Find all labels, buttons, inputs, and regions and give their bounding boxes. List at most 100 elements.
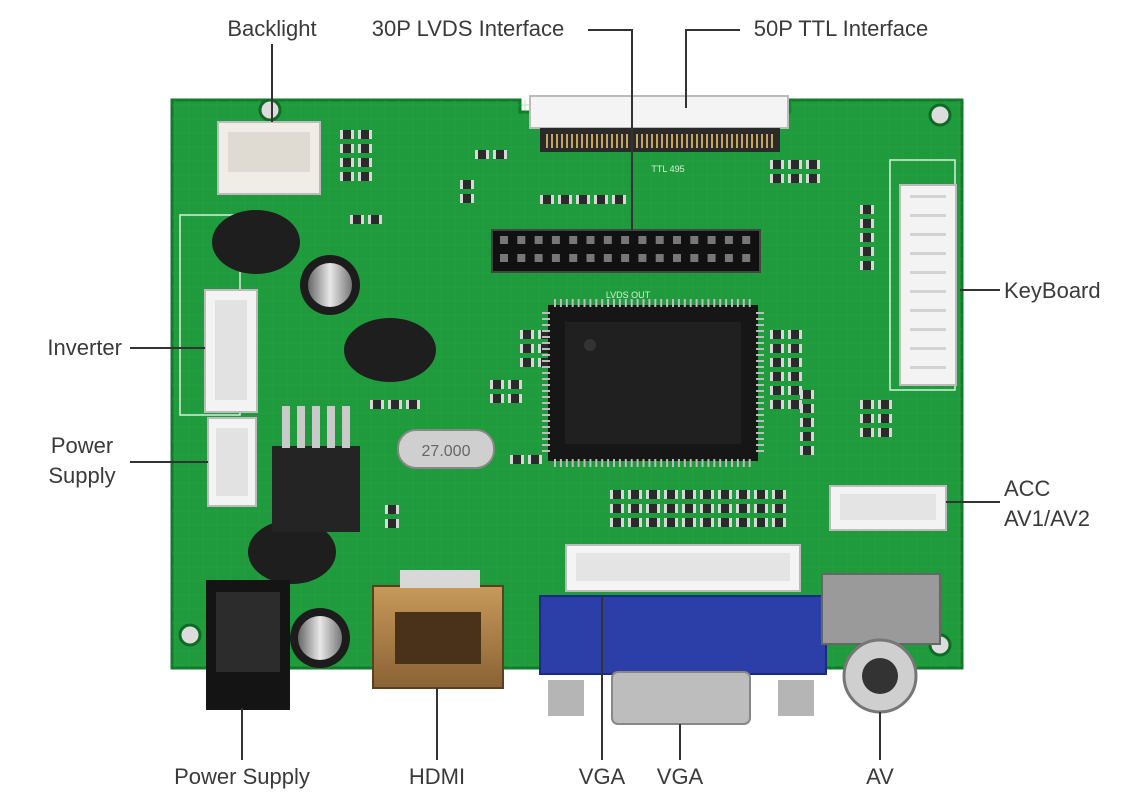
smd-part — [800, 390, 814, 399]
smd-pad — [350, 215, 353, 224]
chip-pin — [589, 459, 592, 467]
smd-part — [700, 518, 714, 527]
chip-pin — [689, 299, 692, 307]
smd-pad — [531, 330, 534, 339]
smd-part — [612, 195, 626, 204]
smd-pad — [460, 194, 463, 203]
chip-pin — [666, 299, 669, 307]
fpc-pin — [686, 134, 688, 148]
smd-pad — [519, 380, 522, 389]
smd-pad — [587, 195, 590, 204]
chip-pin — [756, 312, 764, 314]
smd-part — [594, 195, 608, 204]
smd-part — [736, 490, 750, 499]
smd-pad — [811, 446, 814, 455]
smd-part — [340, 144, 354, 153]
smd-pad — [800, 404, 803, 413]
smd-pad — [860, 205, 863, 214]
chip-pin — [542, 390, 550, 392]
smd-pad — [729, 490, 732, 499]
smd-pad — [605, 195, 608, 204]
smd-pad — [510, 455, 513, 464]
header-pin — [673, 236, 681, 244]
smd-part — [490, 380, 504, 389]
smd-pad — [520, 330, 523, 339]
leader-lines — [130, 29, 1000, 760]
chip-pin — [542, 360, 550, 362]
smd-pad — [385, 505, 388, 514]
smd-part — [718, 518, 732, 527]
fpc-pin — [551, 134, 553, 148]
label-hdmi: HDMI — [408, 764, 466, 789]
inverter-connector — [204, 289, 258, 413]
smd-pad — [385, 519, 388, 528]
chip-pin — [756, 414, 764, 416]
chip-pin — [559, 459, 562, 467]
chip-pin — [756, 426, 764, 428]
chip-pin — [756, 330, 764, 332]
smd-pad — [765, 490, 768, 499]
chip-pin — [756, 360, 764, 362]
smd-pad — [799, 344, 802, 353]
fpc-pin — [701, 134, 703, 148]
chip-pin — [542, 408, 550, 410]
chip-pin — [559, 299, 562, 307]
fpc-pin — [706, 134, 708, 148]
chip-pin — [648, 459, 651, 467]
smd-part — [460, 180, 474, 189]
smd-part — [788, 372, 802, 381]
fpc-pin — [656, 134, 658, 148]
lvds-silkscreen: LVDS OUT — [606, 290, 651, 300]
smd-part — [878, 400, 892, 409]
smd-pad — [693, 490, 696, 499]
smd-pad — [639, 518, 642, 527]
smd-part — [754, 504, 768, 513]
smd-pad — [471, 194, 474, 203]
smd-part — [770, 358, 784, 367]
chip-pin — [736, 459, 739, 467]
chip-pin — [666, 459, 669, 467]
smd-pad — [772, 518, 775, 527]
smd-part — [800, 418, 814, 427]
smd-pad — [664, 518, 667, 527]
smd-part — [460, 194, 474, 203]
chip-pin — [701, 299, 704, 307]
chip-pin — [756, 324, 764, 326]
header-pin — [724, 254, 733, 262]
smd-pad — [639, 490, 642, 499]
smd-part — [340, 158, 354, 167]
smd-pad — [700, 490, 703, 499]
chip-pin — [613, 459, 615, 467]
smd-pad — [770, 386, 773, 395]
chip-pin — [613, 299, 615, 307]
smd-pad — [799, 358, 802, 367]
smd-pad — [519, 394, 522, 403]
smd-pad — [396, 519, 399, 528]
smd-pad — [871, 414, 874, 423]
chip-pin — [660, 299, 663, 307]
chip-pin — [707, 299, 710, 307]
smd-pad — [754, 490, 757, 499]
smd-pad — [528, 455, 531, 464]
smd-part — [770, 330, 784, 339]
smd-part — [493, 150, 507, 159]
chip-pin — [713, 459, 716, 467]
smd-pad — [799, 174, 802, 183]
smd-pad — [610, 518, 613, 527]
header-pin — [534, 236, 543, 244]
lvds-pin-header — [491, 229, 761, 273]
smd-pad — [765, 518, 768, 527]
smd-pad — [576, 195, 579, 204]
smd-pad — [368, 215, 371, 224]
chip-pin — [756, 420, 764, 422]
chip-pin — [756, 432, 764, 434]
chip-pin — [542, 348, 550, 350]
smd-pad — [531, 344, 534, 353]
smd-part — [628, 490, 642, 499]
smd-part — [878, 414, 892, 423]
header-pin — [690, 254, 699, 262]
smd-pad — [538, 344, 541, 353]
smd-pad — [569, 195, 572, 204]
